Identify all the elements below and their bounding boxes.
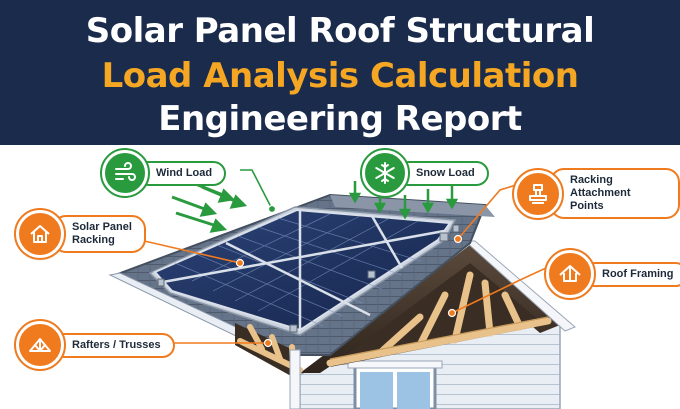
solar-panel-racking-line-1: Solar Panel [72,221,132,233]
wind-arrows [171,179,248,233]
snow-load-callout: Snow Load [360,148,489,198]
house-illustration [108,169,576,409]
house-icon [14,208,66,260]
rafters-trusses-callout: Rafters / Trusses [14,319,175,371]
racking-attachment-points-line-1: Racking [570,174,613,186]
truss-icon [14,319,66,371]
snow-load-label: Snow Load [396,160,489,186]
racking-attachment-points-callout: Racking Attachment Points [512,167,680,220]
roof-framing-callout: Roof Framing [544,248,680,300]
lower-truss-cutaway [235,323,303,409]
roof-framing-label: Roof Framing [582,261,680,287]
wind-icon [100,148,150,198]
solar-panel-racking-callout: Solar Panel Racking [14,208,146,260]
attic-framing [300,240,576,373]
rafters-trusses-label: Rafters / Trusses [52,332,175,358]
solar-panel-racking-line-2: Racking [72,234,115,246]
title-line-3: Engineering Report [158,99,522,139]
wind-load-callout: Wind Load [100,148,227,198]
title-banner: Solar Panel Roof Structural Load Analysi… [0,0,680,145]
racking-attachment-points-label: Racking Attachment Points [550,168,680,219]
mount-bracket-icon [512,167,564,220]
racking-attachment-points-line-2: Attachment Points [570,187,631,212]
roof-frame-icon [544,248,596,300]
solar-panel-racking-label: Solar Panel Racking [52,215,146,253]
wind-load-label: Wind Load [136,160,227,186]
title-line-1: Solar Panel Roof Structural [85,11,595,51]
leader-lines [139,169,547,348]
title-line-2: Load Analysis Calculation [101,56,579,96]
snowflake-icon [360,148,410,198]
solar-array [148,206,460,336]
